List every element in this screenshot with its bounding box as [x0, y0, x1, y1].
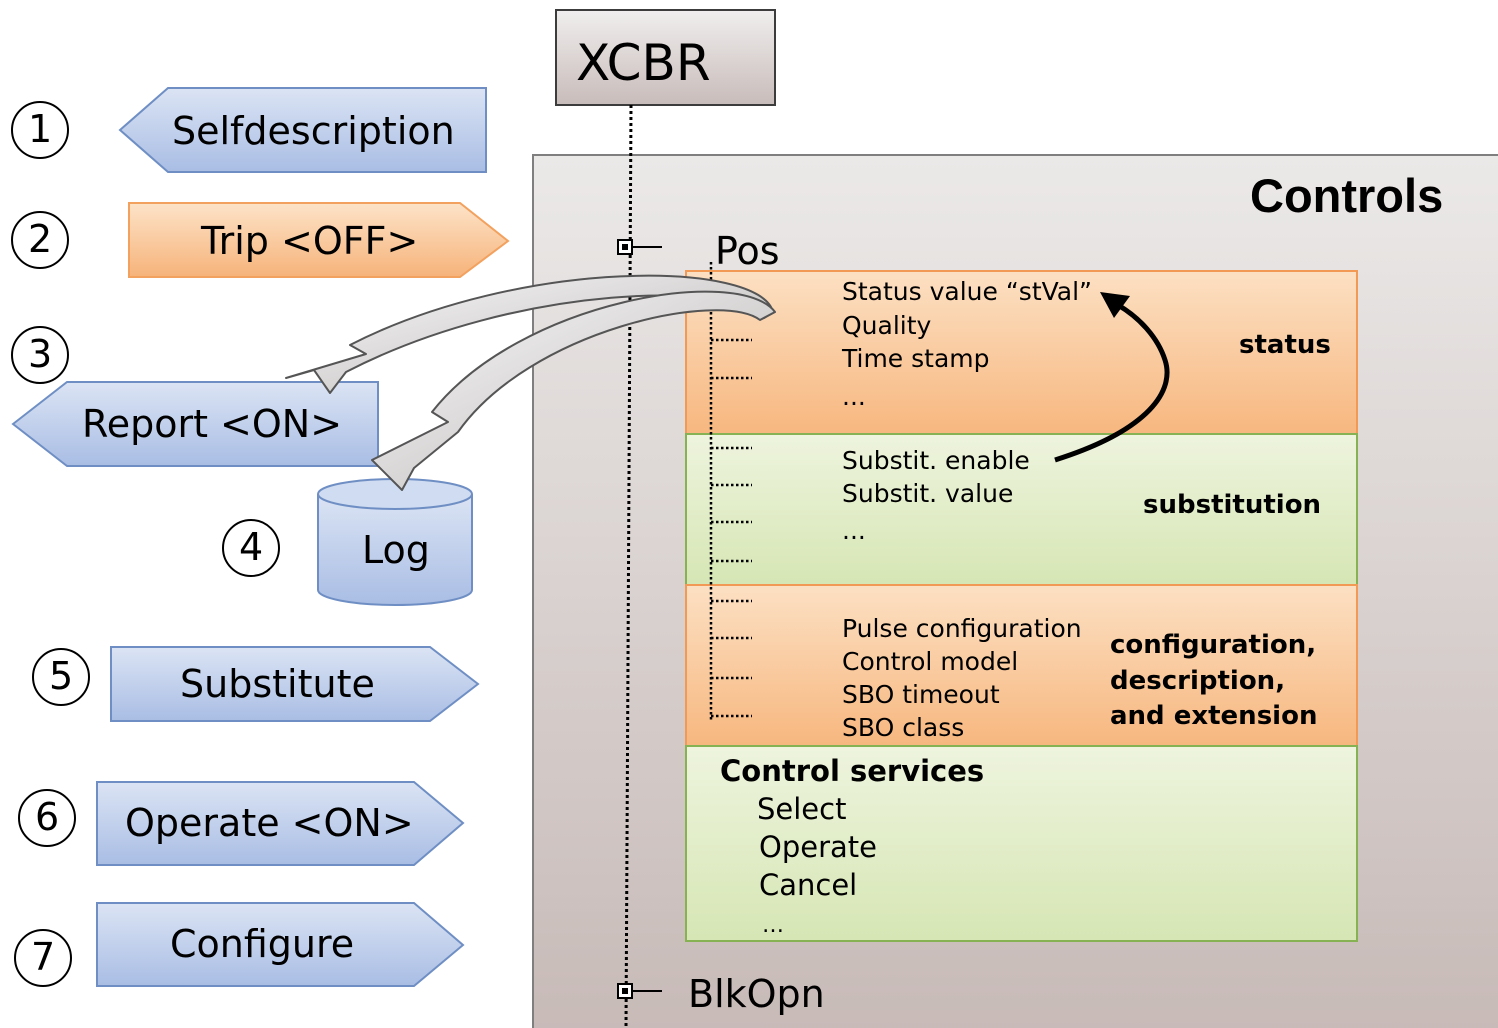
report-label: Report <ON>: [82, 402, 343, 446]
status-item: Time stamp: [842, 344, 990, 373]
configuration-item: Pulse configuration: [842, 614, 1082, 643]
configuration-section-title-line: description,: [1110, 666, 1286, 696]
configuration-item: SBO class: [842, 713, 965, 742]
control-service-item: Select: [757, 792, 847, 826]
circle-number-1: 1: [28, 107, 53, 151]
log-cylinder[interactable]: [317, 478, 473, 606]
control-services-title: Control services: [720, 754, 985, 788]
pos-label: Pos: [715, 229, 780, 273]
configuration-section: [685, 584, 1358, 747]
report-arrow[interactable]: [11, 381, 379, 467]
attribute-connectors: [709, 262, 752, 720]
circle-number-4: 4: [239, 525, 264, 569]
substitution-item: Substit. value: [842, 479, 1014, 508]
trip-arrow[interactable]: [128, 202, 510, 278]
configuration-item: Control model: [842, 647, 1019, 676]
operate-label: Operate <ON>: [125, 801, 414, 845]
status-item: Status value “stVal”: [842, 277, 1092, 306]
status-section-title: status: [1239, 330, 1331, 360]
status-item: Quality: [842, 311, 932, 340]
substitution-item: Substit. enable: [842, 446, 1030, 475]
configuration-section-title-line: configuration,: [1110, 630, 1317, 660]
control-services-section: [685, 745, 1358, 942]
selfdescription-arrow[interactable]: [118, 87, 487, 173]
number-circles: [11, 101, 280, 987]
configure-label: Configure: [170, 922, 355, 966]
blkopn-object-icon: [617, 983, 662, 999]
xcbr-box: [555, 9, 776, 106]
operate-arrow[interactable]: [96, 781, 465, 866]
panel-title: Controls: [1250, 169, 1444, 222]
substitution-arrowhead: [1100, 292, 1130, 318]
substitution-item: ...: [842, 516, 866, 545]
control-service-item: …: [762, 913, 784, 938]
substitution-section: [685, 433, 1358, 586]
selfdescription-label: Selfdescription: [172, 109, 455, 153]
circle-number-6: 6: [35, 795, 60, 839]
xcbr-title: XCBR: [576, 34, 711, 92]
control-service-item: Cancel: [759, 868, 858, 902]
status-item: ...: [842, 382, 866, 411]
substitution-curve-arrow: [1054, 302, 1170, 463]
pos-object-icon: [617, 239, 662, 255]
circle-number-5: 5: [49, 654, 74, 698]
circle-number-3: 3: [28, 332, 53, 376]
substitution-section-title: substitution: [1143, 490, 1322, 520]
configuration-section-title-line: and extension: [1110, 701, 1318, 731]
blkopn-label: BlkOpn: [688, 972, 825, 1016]
trip-label: Trip <OFF>: [201, 219, 419, 263]
configure-arrow[interactable]: [96, 902, 465, 987]
log-label: Log: [362, 528, 430, 572]
substitute-arrow[interactable]: [110, 646, 480, 722]
control-service-item: Operate: [759, 830, 877, 864]
substitute-label: Substitute: [180, 662, 375, 706]
status-to-log-arrow: [371, 290, 776, 491]
configuration-item: SBO timeout: [842, 680, 1000, 709]
circle-number-2: 2: [28, 217, 53, 261]
dotted-spine-line: [624, 104, 633, 1028]
circle-number-7: 7: [31, 935, 56, 979]
